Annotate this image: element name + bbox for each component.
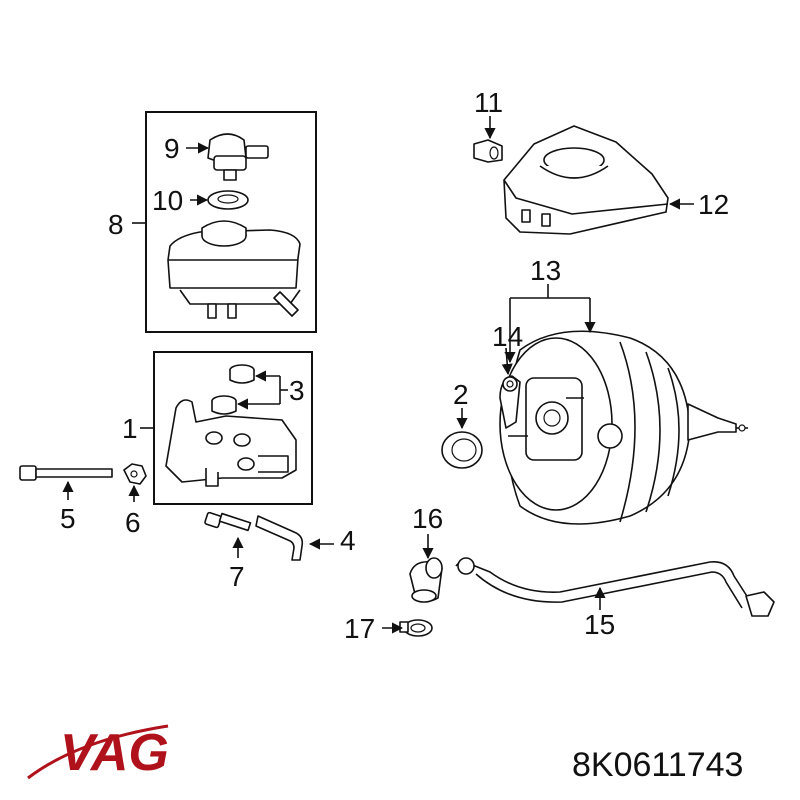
callout-3: 3	[289, 375, 305, 406]
sensor-connector	[473, 139, 503, 163]
callout-11: 11	[474, 87, 503, 118]
vacuum-elbow-fitting	[409, 557, 443, 603]
callout-2: 2	[453, 379, 469, 410]
brake-booster	[499, 330, 748, 525]
callout-6: 6	[125, 507, 141, 538]
callout-15: 15	[584, 609, 615, 640]
mounting-bolt-short	[204, 511, 252, 532]
vag-logo: VAG	[27, 724, 169, 782]
vacuum-check-grommet	[502, 376, 518, 392]
callout-9: 9	[164, 133, 180, 164]
reservoir-group-frame	[145, 111, 317, 333]
callout-13: 13	[530, 255, 561, 286]
mounting-bolt-long	[19, 465, 113, 481]
callout-8: 8	[108, 209, 124, 240]
booster-seal	[441, 431, 483, 469]
reservoir-grommet-upper	[229, 364, 255, 384]
reservoir-grommet-lower	[211, 395, 237, 415]
callout-7: 7	[229, 561, 245, 592]
callout-17: 17	[344, 613, 375, 644]
brake-fluid-reservoir	[167, 220, 301, 319]
hose-clamp	[399, 619, 433, 637]
callout-10: 10	[152, 185, 183, 216]
brand-name: VAG	[60, 724, 169, 782]
leader-14	[501, 347, 513, 376]
part-number: 8K0611743	[572, 746, 743, 784]
callout-5: 5	[60, 503, 76, 534]
reservoir-cover	[503, 125, 669, 235]
callout-4: 4	[340, 525, 356, 556]
brake-master-cylinder	[165, 399, 297, 487]
callout-12: 12	[698, 189, 729, 220]
clutch-supply-hose	[255, 515, 304, 561]
callout-14: 14	[492, 321, 523, 352]
vacuum-line	[455, 557, 775, 617]
callout-1: 1	[122, 413, 138, 444]
reservoir-seal-ring	[207, 190, 249, 210]
callout-16: 16	[412, 503, 443, 534]
reservoir-cap-sensor	[207, 133, 269, 181]
hex-nut	[123, 463, 147, 485]
